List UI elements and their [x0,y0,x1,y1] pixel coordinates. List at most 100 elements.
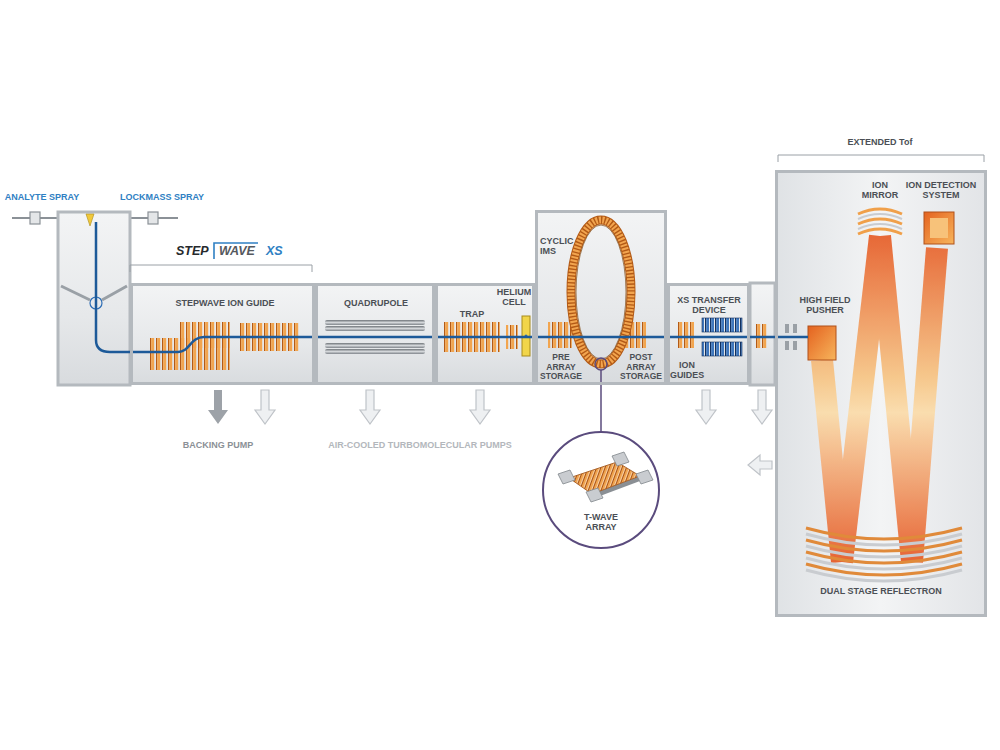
reflectron-rings [806,564,962,575]
magnifier-leader [600,370,602,384]
component-label: POST ARRAY STORAGE [618,353,664,382]
pump-arrow [470,390,490,424]
transfer-optics [793,324,797,333]
logo-text: STEP [176,245,214,258]
stepwave-logo-mark [130,265,312,272]
ion-path [96,222,808,352]
leader-line [600,385,602,432]
reflectron-rings [806,540,962,551]
component-label: XS TRANSFER DEVICE [674,295,744,315]
reflectron-rings [806,528,962,581]
transfer-optics [785,341,789,350]
text-slot: AIR-COOLED TURBOMOLECULAR PUMPS [300,440,540,450]
ion-path [96,222,808,352]
quadrupole-rods [325,343,425,348]
magnifier-inset [558,470,575,484]
quadrupole-rods [325,326,425,331]
text-slot: STEP [176,245,214,258]
component-label: QUADRUPOLE [322,298,430,308]
tof-analyser: EXTENDED TofION MIRRORION DETECTION SYST… [775,170,987,617]
ion-mirror-rings [858,209,902,234]
stepwave-ion-guide [150,322,300,370]
high-field-pusher [808,326,836,360]
magnifier-inset [543,432,659,548]
component-label: ION DETECTION SYSTEM [902,180,980,200]
text-slot: ION MIRROR [858,180,902,200]
component-label: HELIUM CELL [496,287,532,307]
reflectron-rings [806,552,962,563]
vacuum-chamber: QUADRUPOLE [315,283,435,385]
ion-detector [924,212,954,244]
magnifier-leader [595,358,607,370]
reflectron-rings [806,558,962,569]
reflectron-rings [806,534,962,545]
pump-arrow [208,390,772,475]
text-slot: T-WAVE ARRAY [578,512,624,532]
stepwave-logo-mark [130,243,312,272]
magnifier-inset [612,452,629,466]
logo-text: XS [266,245,292,258]
component-label: ION GUIDES [670,360,704,380]
text-slot: STEPWAVE ION GUIDE [145,298,305,308]
cyclic-ims-ring [571,220,631,364]
tof-bracket [778,155,984,162]
magnifier-inset [586,488,603,502]
pump-arrow [360,390,380,424]
text-slot: HIGH FIELD PUSHER [794,295,856,315]
pump-arrow [208,390,228,424]
magnifier-circle: T-WAVE ARRAY [541,430,661,550]
quadrupole-rods [325,320,425,325]
text-slot: DUAL STAGE REFLECTRON [801,586,961,596]
vacuum-chamber: CYCLIC IMS PRE ARRAY STORAGE POST ARRAY ST… [535,210,667,385]
vacuum-chamber: TRAPHELIUM CELL [435,283,535,385]
component-label: EXTENDED Tof [820,137,940,147]
transfer-optics [702,342,742,356]
text-slot: LOCKMASS SPRAY [118,192,206,202]
vacuum-housing [750,283,775,385]
vacuum-housing [535,210,667,385]
text-slot: POST ARRAY STORAGE [618,353,664,382]
component-label: DUAL STAGE REFLECTRON [801,586,961,596]
text-slot: CYCLIC IMS [540,236,578,256]
magnifier-inset [636,470,653,484]
magnifier-outline [543,432,659,548]
text-slot: ANALYTE SPRAY [4,192,80,202]
source-cone [61,214,127,309]
spray-inlet [148,212,158,224]
pump-arrow [752,390,772,424]
magnifier-inset [543,432,659,548]
pump-arrow [696,390,716,424]
component-label: ION MIRROR [858,180,902,200]
vacuum-chamber: XS TRANSFER DEVICE ION GUIDES [667,283,750,385]
text-slot: EXTENDED Tof [820,137,940,147]
ion-mirror-rings [858,229,902,234]
tof-ion-beam [822,236,937,562]
reflectron-rings [806,570,962,581]
array-storage-rings [548,322,572,348]
magnifier-outline [541,430,661,550]
text-slot: PRE ARRAY STORAGE [538,353,584,382]
text-slot: BACKING PUMP [168,440,268,450]
cyclic-ims-ring [571,220,631,364]
transfer-optics [678,322,694,348]
stepwave-ion-guide [180,322,230,348]
vacuum-housing [130,283,775,385]
text-slot: ION GUIDES [670,360,704,380]
text-slot: HELIUM CELL [496,287,532,307]
reflectron-rings [806,528,962,539]
ion-detector [924,212,954,244]
pump-arrow [255,390,275,424]
text-slot: QUADRUPOLE [322,298,430,308]
vacuum-chamber: STEPWAVE ION GUIDE [130,283,315,385]
component-label: T-WAVE ARRAY [578,512,624,532]
text-slot: XS [266,245,292,258]
ion-detector [930,218,948,238]
reflectron-rings [806,546,962,557]
transfer-optics [702,318,742,332]
quadrupole-rods [325,349,425,354]
text-slot: ION DETECTION SYSTEM [902,180,980,200]
